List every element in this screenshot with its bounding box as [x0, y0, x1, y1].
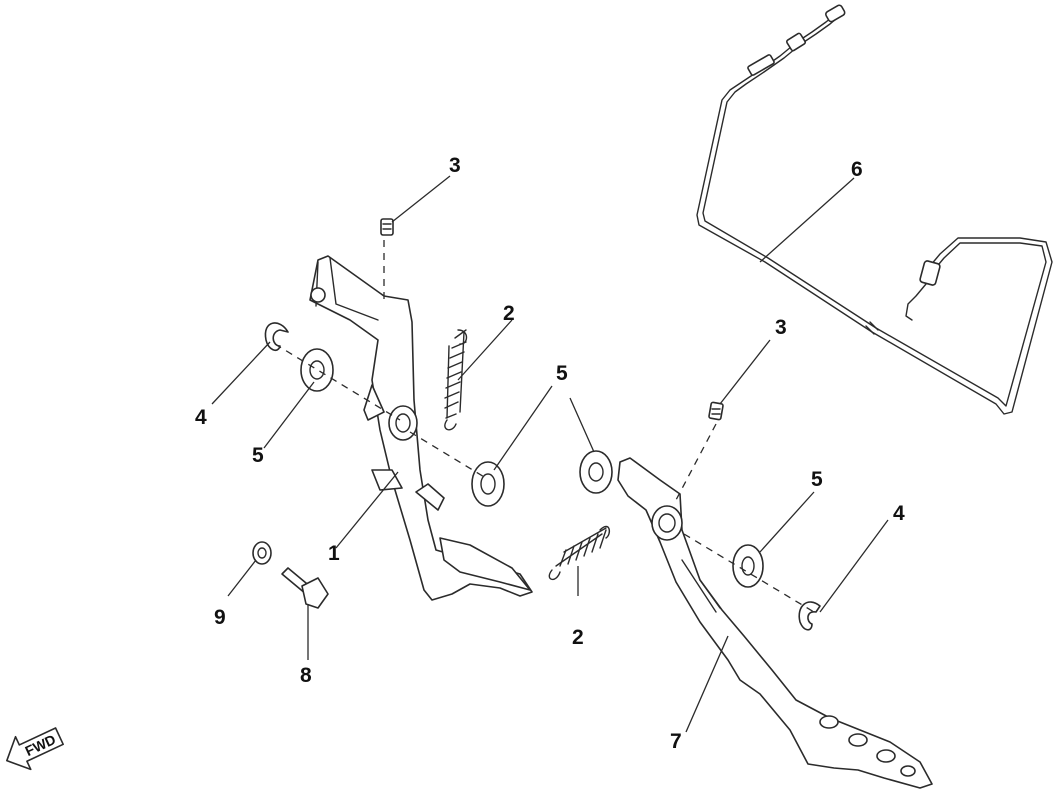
brake-pedal-part-7 [617, 457, 933, 789]
callout-4-right: 4 [893, 502, 905, 525]
forward-direction-marker: FWD [6, 727, 64, 771]
callout-9: 9 [214, 606, 226, 629]
washer-part-5-c [579, 450, 613, 494]
callout-5-a: 5 [252, 444, 264, 467]
spring-part-2-lower [548, 525, 611, 580]
callout-3-left: 3 [449, 154, 461, 177]
assembly-axes [274, 240, 815, 613]
circlip-part-4-right [798, 601, 821, 631]
callout-labels: 1 2 2 3 3 4 4 5 5 5 5 6 7 8 9 [195, 154, 905, 753]
circlip-part-4-left [264, 322, 289, 352]
callout-6: 6 [851, 158, 863, 181]
callout-2-lower: 2 [572, 626, 584, 649]
callout-2-upper: 2 [503, 302, 515, 325]
callout-4-left: 4 [195, 406, 207, 429]
leader-lines [211, 175, 889, 733]
spring-part-2-upper [444, 329, 468, 431]
callout-7: 7 [670, 730, 682, 753]
grease-fitting-part-3-right [708, 401, 724, 421]
callout-8: 8 [300, 664, 312, 687]
brake-pedal-part-1 [309, 255, 533, 601]
grease-fitting-part-3-left [380, 218, 394, 236]
washer-part-5-a [300, 348, 334, 392]
nut-part-9 [252, 541, 272, 565]
callout-5-b: 5 [556, 362, 568, 385]
washer-part-5-b [471, 461, 505, 507]
bolt-part-8 [281, 567, 329, 609]
callout-3-right: 3 [775, 316, 787, 339]
callout-5-d: 5 [811, 468, 823, 491]
callout-1: 1 [328, 542, 340, 565]
cable-assembly-part-6 [696, 4, 1053, 415]
washer-part-5-d [732, 544, 764, 588]
